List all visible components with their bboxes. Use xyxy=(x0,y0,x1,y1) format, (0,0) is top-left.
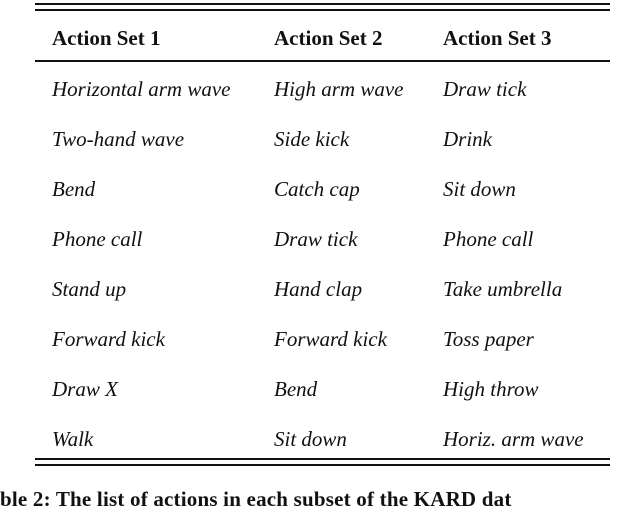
table-cell: Horizontal arm wave xyxy=(52,77,231,101)
table-cell: Sit down xyxy=(443,177,516,201)
table-cell: Horiz. arm wave xyxy=(443,427,584,451)
table-cell: Stand up xyxy=(52,277,127,301)
table-cell: High throw xyxy=(443,377,539,401)
table-cell: Toss paper xyxy=(443,327,534,351)
table-cell: Bend xyxy=(52,177,96,201)
header-action-set-1: Action Set 1 xyxy=(52,26,161,50)
table-cell: Hand clap xyxy=(274,277,363,301)
table-cell: Bend xyxy=(274,377,318,401)
bottom-rule-inner xyxy=(35,458,610,460)
table-cell: Phone call xyxy=(443,227,534,251)
table-cell: Forward kick xyxy=(274,327,387,351)
header-rule xyxy=(35,60,610,62)
table-cell: Side kick xyxy=(274,127,350,151)
table-cell: Draw tick xyxy=(443,77,527,101)
top-rule-outer xyxy=(35,3,610,5)
table-cell: Two-hand wave xyxy=(52,127,185,151)
table-cell: Phone call xyxy=(52,227,143,251)
table-cell: Walk xyxy=(52,427,94,451)
table-cell: Catch cap xyxy=(274,177,360,201)
top-rule-inner xyxy=(35,9,610,11)
bottom-rule-outer xyxy=(35,464,610,466)
table-cell: Sit down xyxy=(274,427,347,451)
table-cell: Forward kick xyxy=(52,327,165,351)
table-cell: Drink xyxy=(443,127,492,151)
header-action-set-3: Action Set 3 xyxy=(443,26,552,50)
table-cell: Draw tick xyxy=(274,227,358,251)
header-action-set-2: Action Set 2 xyxy=(274,26,383,50)
table-cell: High arm wave xyxy=(274,77,404,101)
table-caption: ble 2: The list of actions in each subse… xyxy=(0,487,512,511)
table-cell: Draw X xyxy=(52,377,118,401)
table-cell: Take umbrella xyxy=(443,277,563,301)
